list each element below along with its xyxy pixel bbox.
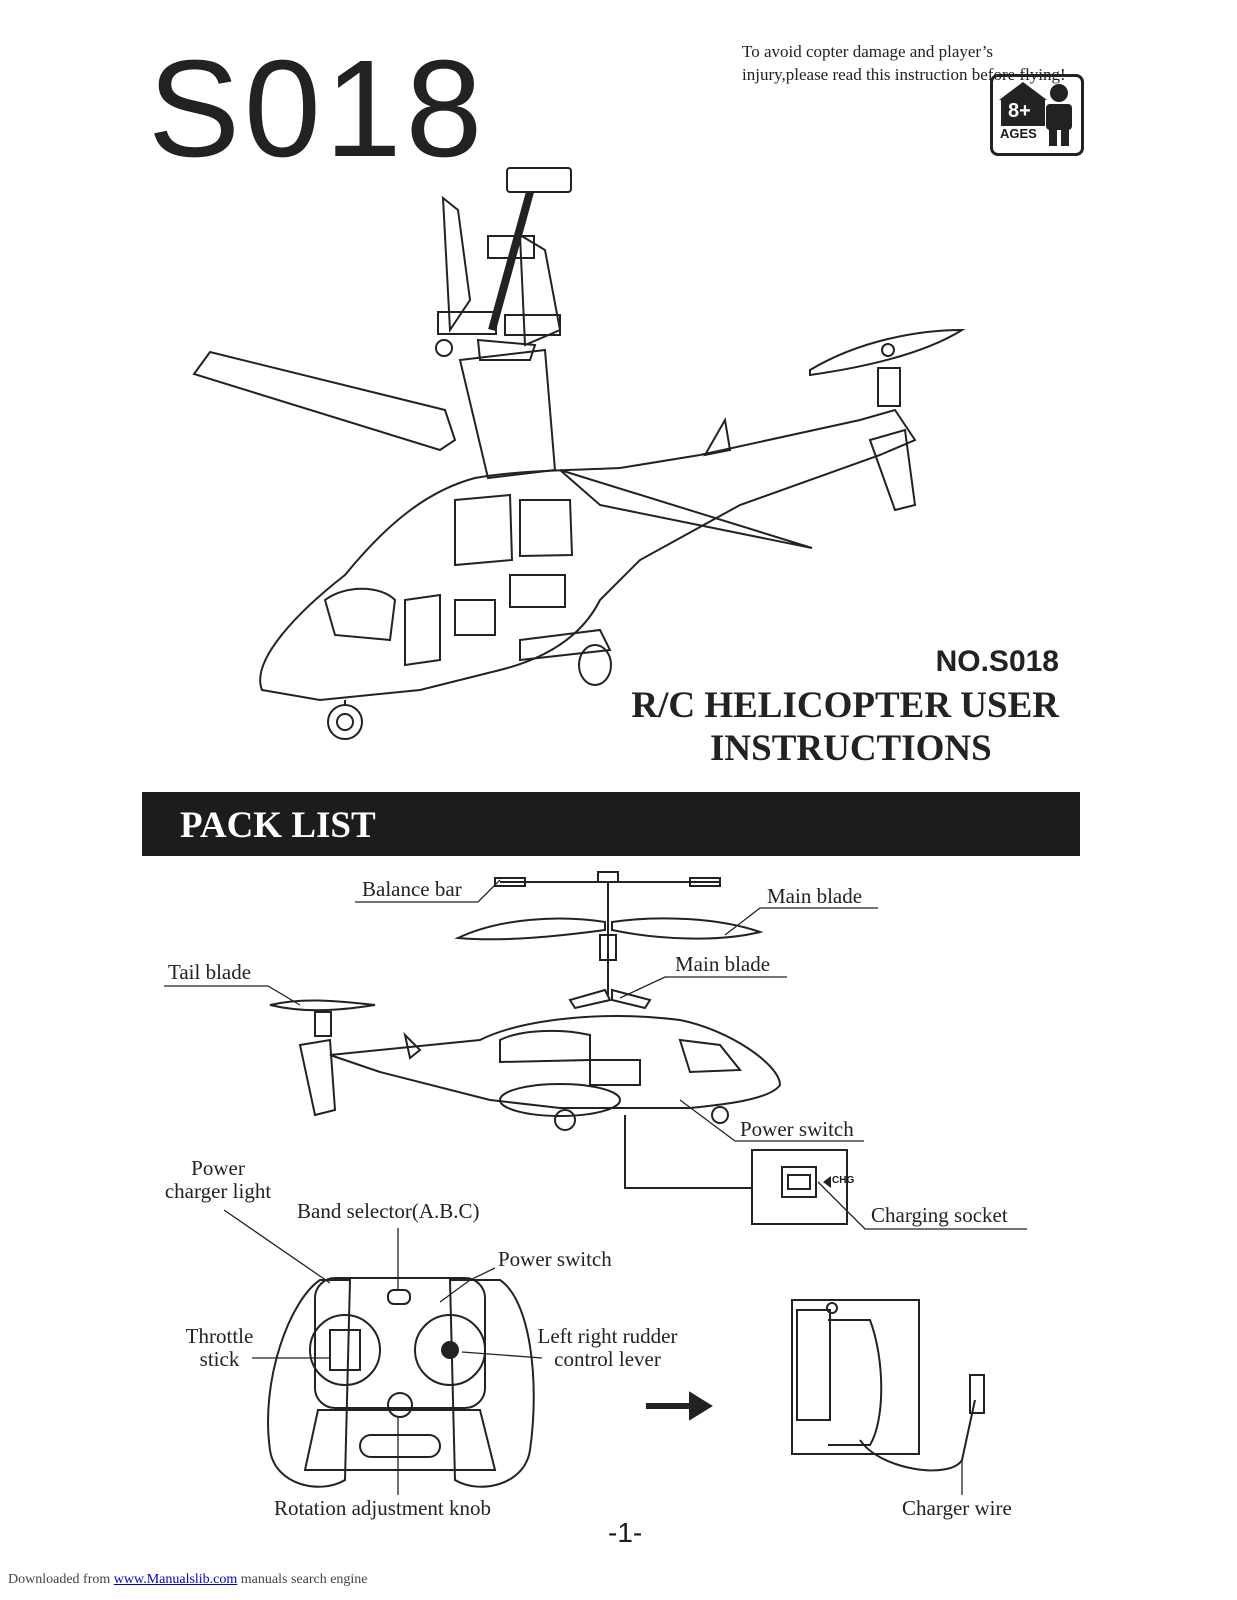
label-main-blade-lower: Main blade <box>675 952 771 976</box>
label-charger-wire: Charger wire <box>902 1496 1012 1520</box>
leader-lines <box>164 879 1027 1495</box>
charger-panel-illustration <box>791 1299 985 1472</box>
label-main-blade-upper: Main blade <box>767 884 863 908</box>
house-icon <box>999 82 1047 100</box>
label-balance-bar: Balance bar <box>362 877 462 901</box>
hero-helicopter-illustration <box>192 167 966 740</box>
product-code-title: S018 <box>148 32 487 186</box>
label-rotation-knob: Rotation adjustment knob <box>274 1496 491 1520</box>
footer-suffix: manuals search engine <box>237 1572 368 1587</box>
title-line-1: R/C HELICOPTER USER <box>631 685 1059 726</box>
page-number: -1- <box>608 1517 643 1548</box>
age-value: 8+ <box>1008 100 1031 122</box>
packlist-helicopter-illustration <box>269 871 848 1225</box>
safety-warning: To avoid copter damage and player’s inju… <box>742 42 1066 84</box>
label-power-charger-light-line2: charger light <box>164 1179 272 1203</box>
label-power-charger-light-line1: Power <box>191 1156 245 1180</box>
title-line-2: INSTRUCTIONS <box>710 728 992 769</box>
label-charging-socket: Charging socket <box>871 1203 1008 1227</box>
label-power-switch-heli: Power switch <box>740 1117 854 1141</box>
manualslib-link[interactable]: www.Manualslib.com <box>113 1572 238 1587</box>
label-tail-blade: Tail blade <box>168 960 252 984</box>
age-label: AGES <box>1000 126 1037 141</box>
section-heading: PACK LIST <box>180 805 376 846</box>
label-rudder-lever-line1: Left right rudder <box>537 1324 678 1348</box>
label-band-selector: Band selector(A.B.C) <box>297 1199 480 1223</box>
section-banner: PACK LIST <box>142 792 1080 856</box>
label-rudder-lever-line2: control lever <box>554 1347 661 1371</box>
label-power-switch-remote: Power switch <box>498 1247 612 1271</box>
label-throttle-stick-line2: stick <box>199 1347 240 1371</box>
label-throttle-stick-line1: Throttle <box>185 1324 254 1348</box>
age-rating-badge: 8+ AGES <box>990 74 1084 156</box>
download-footer: Downloaded from www.Manualslib.com manua… <box>8 1572 368 1588</box>
transmitter-illustration <box>267 1277 535 1488</box>
socket-marking: CHG <box>832 1175 855 1186</box>
model-number: NO.S018 <box>935 645 1059 678</box>
footer-prefix: Downloaded from <box>8 1572 114 1587</box>
